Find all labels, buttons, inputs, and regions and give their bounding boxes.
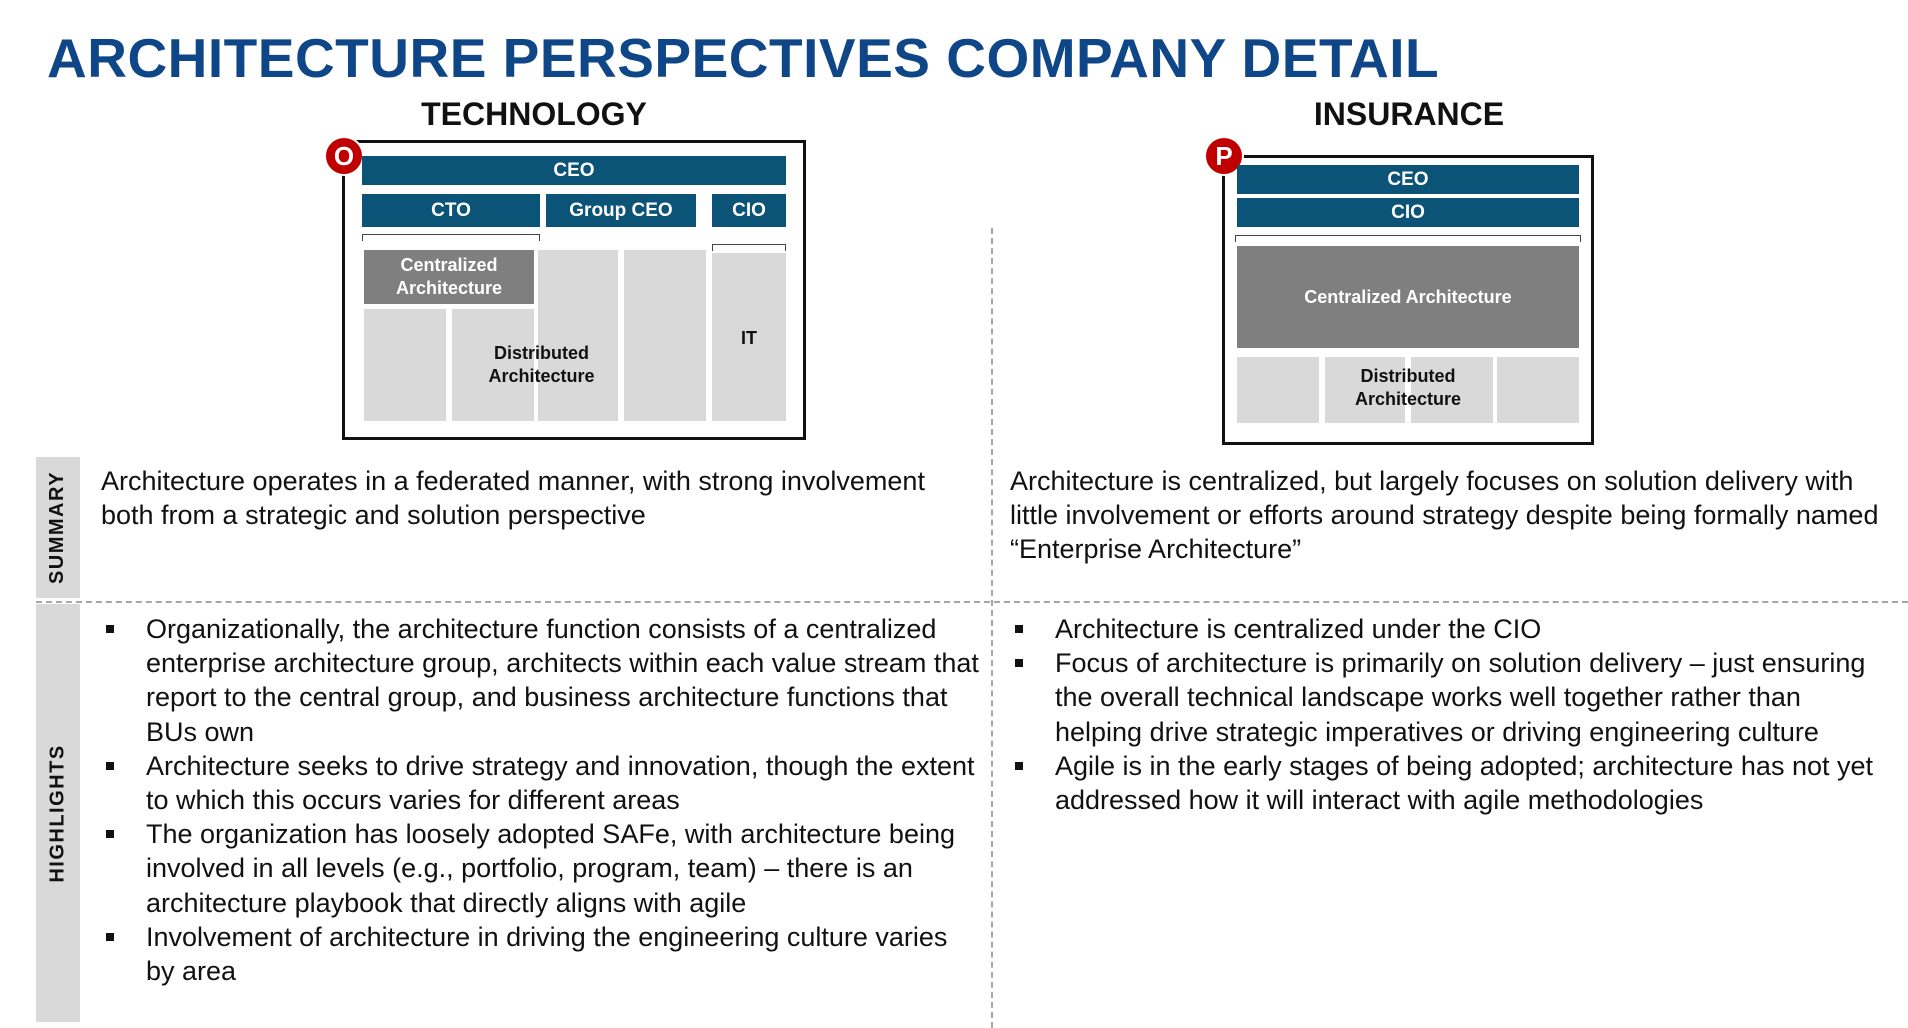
technology-summary: Architecture operates in a federated man… — [101, 466, 925, 530]
list-item: Involvement of architecture in driving t… — [101, 920, 981, 988]
technology-highlights-list: Organizationally, the architecture funct… — [101, 612, 981, 988]
list-item: Architecture is centralized under the CI… — [1010, 612, 1885, 646]
tech-ceo-box: CEO — [362, 156, 786, 185]
tech-centralized-architecture-box: Centralized Architecture — [364, 250, 534, 304]
ins-distributed-cell — [1325, 357, 1405, 423]
tech-distributed-architecture-label: Distributed Architecture — [488, 343, 595, 386]
column-divider — [991, 228, 993, 1028]
list-item: Architecture seeks to drive strategy and… — [101, 749, 981, 817]
ins-cio-box: CIO — [1237, 198, 1579, 227]
technology-heading: TECHNOLOGY — [421, 96, 647, 132]
insurance-heading: INSURANCE — [1313, 96, 1505, 132]
row-divider — [36, 601, 1908, 603]
tech-distributed-cell — [538, 250, 618, 421]
insurance-summary: Architecture is centralized, but largely… — [1010, 466, 1879, 564]
tech-distributed-cell — [364, 309, 446, 421]
tech-it-box — [712, 253, 786, 421]
tech-it-label: IT — [741, 327, 757, 348]
ins-distributed-cell — [1411, 357, 1493, 423]
technology-badge: O — [324, 136, 364, 176]
summary-row-label: SUMMARY — [36, 457, 80, 598]
highlights-row-label: HIGHLIGHTS — [36, 604, 80, 1022]
ins-ceo-box: CEO — [1237, 165, 1579, 194]
tech-cio-box: CIO — [712, 194, 786, 227]
tech-distributed-cell — [624, 250, 706, 421]
tech-cio-bracket — [712, 244, 786, 251]
tech-group-ceo-box: Group CEO — [546, 194, 696, 227]
insurance-highlights-list: Architecture is centralized under the CI… — [1010, 612, 1885, 817]
tech-cto-box: CTO — [362, 194, 540, 227]
list-item: Agile is in the early stages of being ad… — [1010, 749, 1885, 817]
tech-cto-bracket — [362, 234, 540, 241]
page-title: ARCHITECTURE PERSPECTIVES COMPANY DETAIL — [47, 27, 1440, 89]
list-item: The organization has loosely adopted SAF… — [101, 817, 981, 920]
ins-centralized-architecture-box: Centralized Architecture — [1237, 246, 1579, 348]
ins-distributed-cell — [1237, 357, 1319, 423]
tech-distributed-cell — [452, 309, 534, 421]
ins-distributed-cell — [1497, 357, 1579, 423]
list-item: Organizationally, the architecture funct… — [101, 612, 981, 749]
highlights-row-label-text: HIGHLIGHTS — [46, 743, 69, 883]
list-item: Focus of architecture is primarily on so… — [1010, 646, 1885, 749]
ins-distributed-architecture-label: Distributed Architecture — [1354, 366, 1462, 409]
summary-row-label-text: SUMMARY — [46, 470, 69, 585]
ins-cio-bracket — [1235, 235, 1581, 242]
